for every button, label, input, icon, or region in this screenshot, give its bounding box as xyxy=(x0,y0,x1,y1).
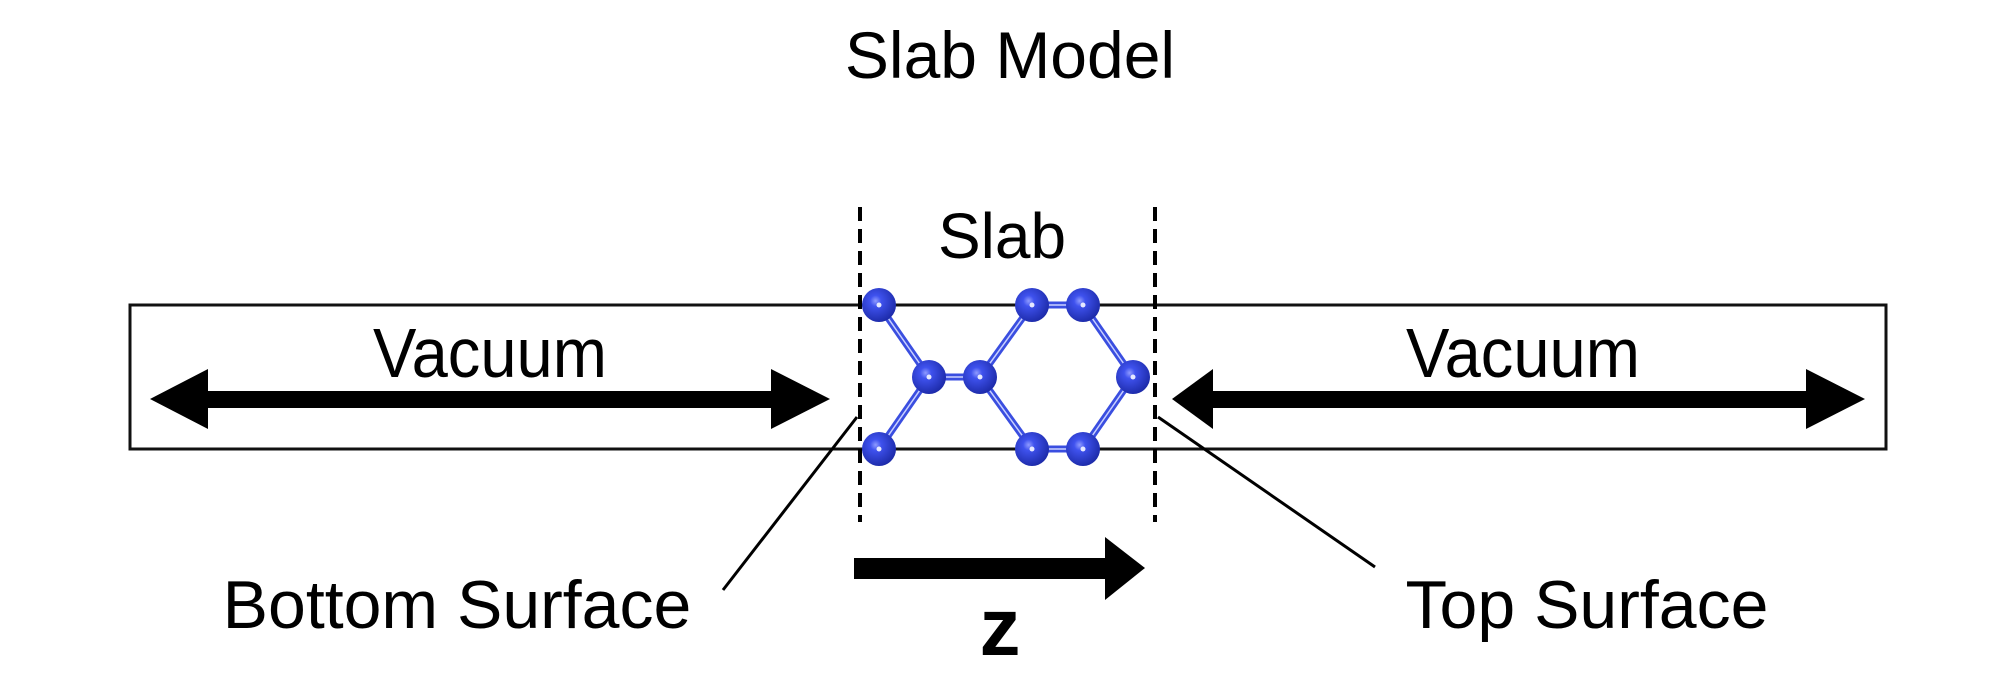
top-surface-label: Top Surface xyxy=(1406,567,1769,643)
vacuum-left-arrow-shaft xyxy=(205,391,777,408)
atom-specular-highlight xyxy=(926,374,932,380)
vacuum-left-arrow-head-right xyxy=(771,369,830,429)
vacuum-left-double-arrow xyxy=(150,369,830,429)
vacuum-left-label: Vacuum xyxy=(373,315,607,393)
atom-specular-highlight xyxy=(1029,446,1035,452)
z-axis-label: z xyxy=(980,582,1021,673)
top-surface-leader-line xyxy=(1157,415,1376,569)
z-axis-arrow-shaft xyxy=(854,558,1118,579)
atom-specular-highlight xyxy=(1029,302,1035,308)
bottom-surface-leader-line xyxy=(721,416,859,591)
diagram-title: Slab Model xyxy=(845,18,1175,92)
atom-specular-highlight xyxy=(876,302,882,308)
simulation-cell-box xyxy=(128,303,1888,451)
vacuum-left-arrow-head-left xyxy=(150,369,208,429)
vacuum-right-double-arrow xyxy=(1172,369,1865,429)
atom-specular-highlight xyxy=(1130,374,1136,380)
bottom-surface-label: Bottom Surface xyxy=(223,567,692,643)
z-axis-arrow-head xyxy=(1105,537,1145,600)
atom-specular-highlight xyxy=(876,446,882,452)
vacuum-right-label: Vacuum xyxy=(1406,315,1640,393)
vacuum-right-arrow-shaft xyxy=(1210,391,1810,408)
vacuum-right-arrow-head-right xyxy=(1806,369,1865,429)
vacuum-right-arrow-head-left xyxy=(1172,369,1213,429)
slab-atomic-structure xyxy=(862,288,1150,466)
slab-label: Slab xyxy=(938,200,1066,272)
atom-specular-highlight xyxy=(1080,302,1086,308)
atom-specular-highlight xyxy=(1080,446,1086,452)
z-axis-arrow xyxy=(854,537,1145,600)
atom-specular-highlight xyxy=(977,374,983,380)
